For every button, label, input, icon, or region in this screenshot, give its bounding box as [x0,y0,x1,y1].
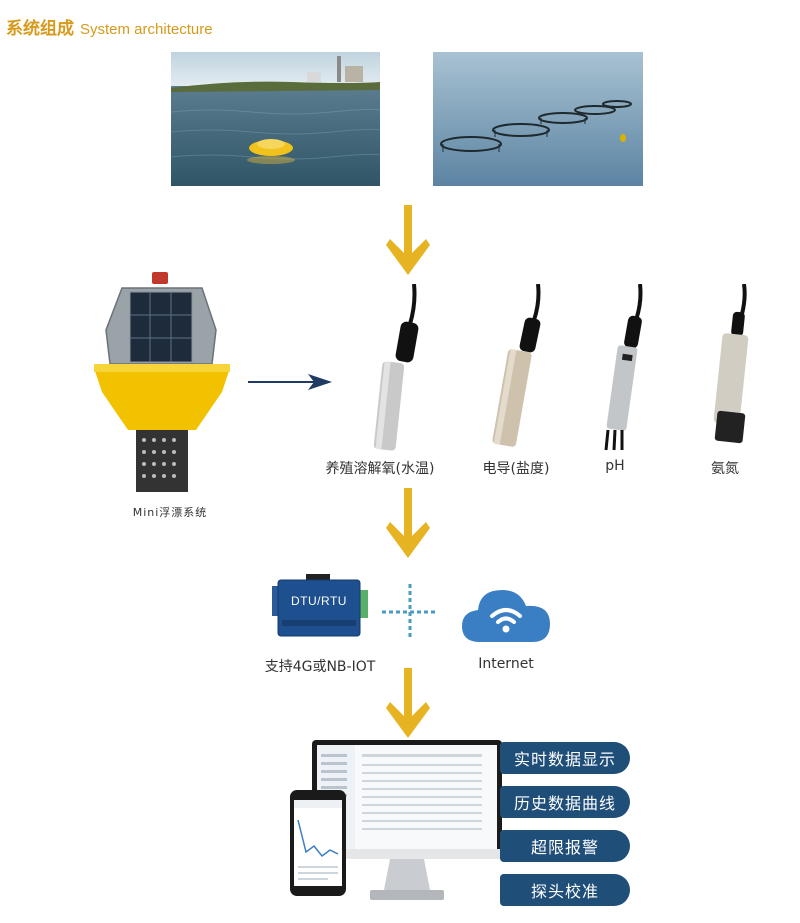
down-arrow-icon [386,205,430,275]
dtu-device: DTU/RTU [272,572,368,642]
feature-label: 超限报警 [530,838,599,857]
feature-overlimit-alarm: 超限报警 [500,830,630,862]
fish-cage-photo [433,52,643,186]
page-title: 系统组成 System architecture [6,14,213,39]
title-en: System architecture [80,21,213,38]
pond-photo [171,52,380,186]
feature-realtime-data: 实时数据显示 [500,742,630,774]
plus-icon [382,584,438,640]
feature-label: 实时数据显示 [513,750,616,769]
right-arrow-icon [248,374,332,390]
sensor-label-do: 养殖溶解氧(水温) [325,461,435,477]
dtu-device-text: DTU/RTU [291,594,347,608]
sensor-label-ammonia: 氨氮 [711,461,739,477]
down-arrow-icon [386,488,430,558]
down-arrow-icon [386,668,430,738]
feature-label: 历史数据曲线 [513,794,616,813]
sensor-label-conductivity: 电导(盐度) [482,461,550,477]
ph-sensor-icon [604,284,643,451]
sensor-label-ph: pH [605,458,625,474]
buoy-device-icon [94,272,230,492]
title-cn: 系统组成 [6,19,74,39]
feature-history-curve: 历史数据曲线 [500,786,630,818]
feature-label: 探头校准 [530,882,599,901]
internet-label: Internet [478,656,534,672]
phone-icon [290,790,346,896]
feature-probe-calibration: 探头校准 [500,874,630,906]
do-sensor-icon [373,284,419,451]
conductivity-sensor-icon [492,284,541,447]
ammonia-sensor-icon [713,284,749,444]
dtu-label: 支持4G或NB-IOT [264,659,376,675]
cloud-wifi-icon [462,590,550,642]
buoy-label: Mini浮漂系统 [132,506,208,519]
